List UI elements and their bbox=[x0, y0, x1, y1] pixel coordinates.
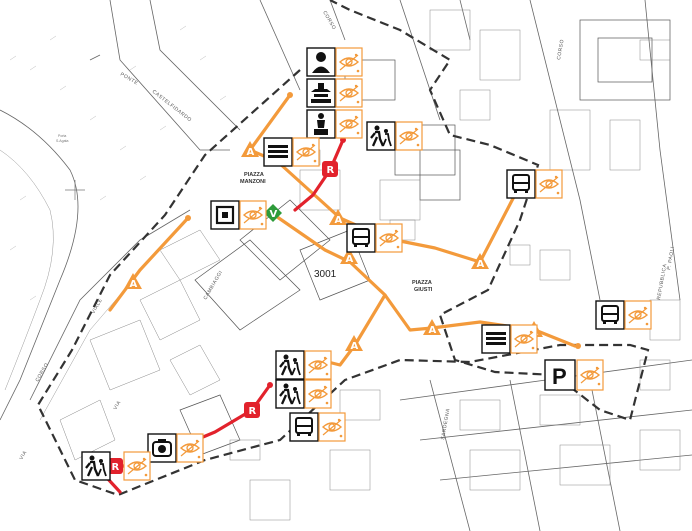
pedestrians-icon bbox=[275, 379, 305, 409]
label-piazza-giusti-1: PIAZZA bbox=[412, 280, 432, 286]
svg-text:V: V bbox=[270, 209, 278, 220]
route-red-north bbox=[293, 138, 345, 212]
eye-icon bbox=[576, 359, 604, 391]
node-dot-1 bbox=[287, 92, 293, 98]
eye-icon bbox=[304, 379, 332, 409]
eye-icon bbox=[123, 451, 151, 481]
monument-icon bbox=[306, 78, 336, 108]
node-dot-5 bbox=[267, 382, 273, 388]
node-r-3: R bbox=[107, 458, 123, 474]
label-piazza-manzoni-2: MANZONI bbox=[240, 179, 266, 185]
person-bust-icon bbox=[306, 47, 336, 77]
node-a-7: A bbox=[345, 335, 363, 352]
eye-icon bbox=[395, 121, 423, 151]
node-dot-2 bbox=[185, 215, 191, 221]
label-via-left: VIA bbox=[19, 450, 29, 461]
bus-icon bbox=[289, 412, 319, 442]
eye-icon bbox=[510, 324, 538, 354]
eye-icon bbox=[335, 78, 363, 108]
bus-icon bbox=[346, 223, 376, 253]
eye-icon bbox=[624, 300, 652, 330]
node-a-2: A bbox=[329, 209, 347, 226]
route-nodes: A A A A A A A A R R bbox=[107, 92, 581, 474]
bus-icon bbox=[506, 169, 536, 199]
label-piazza-giusti-2: GIUSTI bbox=[414, 287, 433, 293]
node-r-2: R bbox=[244, 402, 260, 418]
eye-icon bbox=[375, 223, 403, 253]
parking-letter: P bbox=[552, 364, 567, 389]
label-ponte: PONTE bbox=[119, 72, 139, 87]
svg-text:A: A bbox=[477, 259, 485, 270]
label-corso-left: CORSO bbox=[35, 362, 51, 383]
label-via-bottom: VIA bbox=[113, 400, 123, 411]
node-a-3: A bbox=[471, 253, 489, 270]
label-cambiaggi: CAMBIAGGI bbox=[203, 270, 225, 301]
eye-icon bbox=[335, 109, 363, 139]
label-repubblica: REPUBBLICA bbox=[656, 263, 668, 300]
pedestrians-icon bbox=[275, 350, 305, 380]
pedestrians-icon bbox=[81, 451, 111, 481]
eye-icon bbox=[239, 200, 267, 230]
svg-text:A: A bbox=[429, 325, 437, 336]
label-piazza-manzoni-1: PIAZZA bbox=[244, 172, 264, 178]
node-dot-3 bbox=[575, 343, 581, 349]
label-p-paoli: P. PAOLI bbox=[666, 246, 676, 271]
parking-icon: P bbox=[544, 359, 576, 391]
target-square-icon bbox=[210, 200, 240, 230]
label-porta-2: S.Agata bbox=[56, 139, 69, 143]
node-r-1: R bbox=[322, 161, 338, 177]
eye-icon bbox=[535, 169, 563, 199]
icons: P bbox=[81, 47, 652, 481]
label-corso-right: CORSO bbox=[556, 39, 566, 61]
node-a-1: A bbox=[241, 141, 259, 158]
svg-text:A: A bbox=[130, 279, 138, 290]
bench-icon bbox=[263, 137, 293, 167]
svg-text:A: A bbox=[247, 147, 255, 158]
statue-icon bbox=[306, 109, 336, 139]
svg-text:A: A bbox=[346, 254, 354, 265]
eye-icon bbox=[176, 433, 204, 463]
route-orange-west bbox=[108, 216, 190, 312]
svg-text:A: A bbox=[351, 341, 359, 352]
eye-icon bbox=[304, 350, 332, 380]
svg-text:R: R bbox=[249, 406, 257, 417]
label-porta: Porta bbox=[58, 134, 66, 138]
node-a-8: A bbox=[124, 273, 142, 290]
bench-icon bbox=[481, 324, 511, 354]
node-v: V bbox=[264, 204, 282, 222]
pedestrians-icon bbox=[366, 121, 396, 151]
bus-icon bbox=[595, 300, 625, 330]
eye-icon bbox=[292, 137, 320, 167]
area-boundary bbox=[36, 0, 650, 497]
node-a-5: A bbox=[423, 319, 441, 336]
svg-text:A: A bbox=[335, 215, 343, 226]
label-sardegna: SARDEGNA bbox=[440, 408, 452, 441]
node-a-4: A bbox=[340, 248, 358, 265]
svg-text:R: R bbox=[112, 462, 120, 473]
camera-icon bbox=[147, 433, 177, 463]
eye-icon bbox=[318, 412, 346, 442]
area-code-label: 3001 bbox=[314, 269, 337, 280]
route-orange-main bbox=[276, 160, 522, 264]
svg-text:R: R bbox=[327, 165, 335, 176]
eye-icon bbox=[335, 47, 363, 77]
